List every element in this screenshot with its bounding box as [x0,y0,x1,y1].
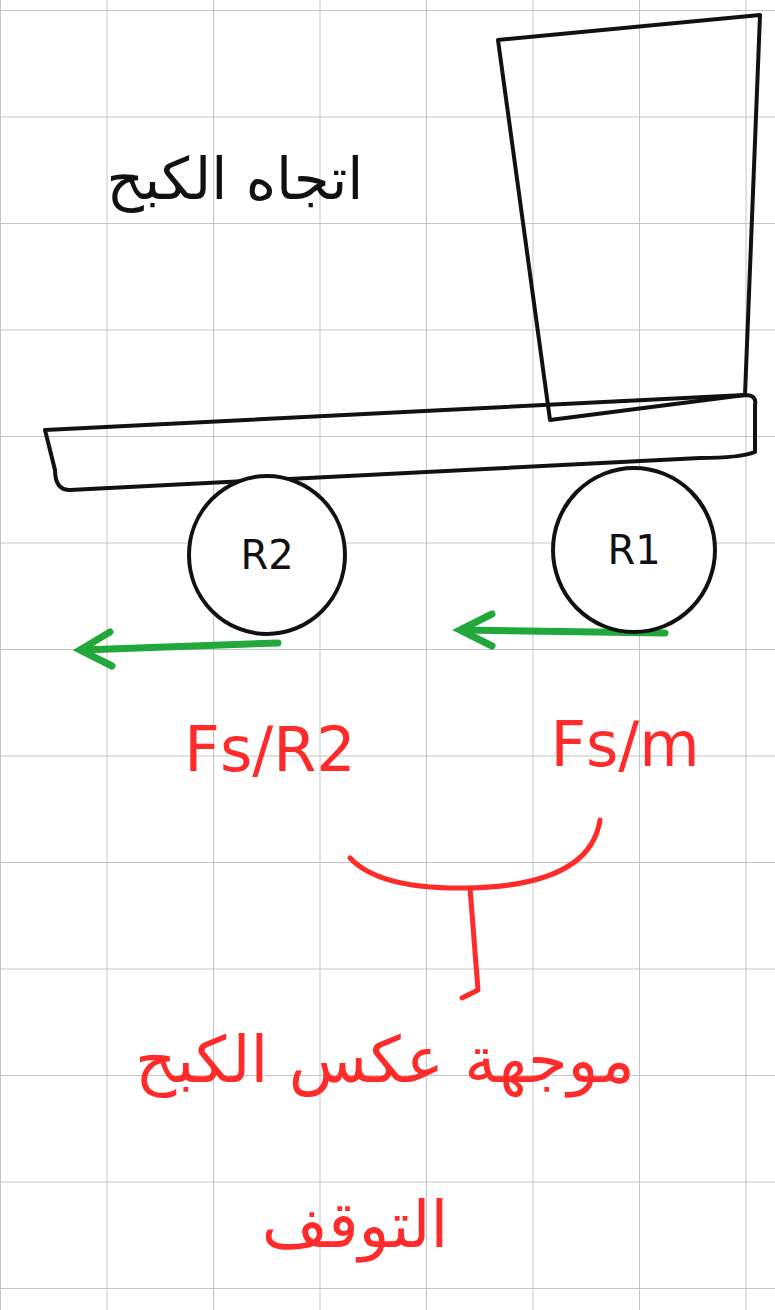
bracket-curve [350,820,600,888]
force-note: موجهة عكس الكبح [135,1022,635,1099]
friction-arrow [82,643,278,650]
arrow-head [80,632,112,666]
direction-note: اتجاه الكبح [107,145,364,215]
load-block [498,15,760,420]
wheel-circle: R1 [549,465,719,635]
force-label: Fs/R2 [184,713,355,787]
force-note: التوقف [262,1187,449,1264]
red-bracket [350,820,600,998]
bracket-arrow [462,888,478,998]
force-arrows [80,614,665,666]
wheel-label: R1 [549,465,719,635]
force-label: Fs/m [550,708,699,782]
wheel-label: R2 [185,473,349,637]
wheel-circle: R2 [185,473,349,637]
arrow-head [460,614,492,646]
